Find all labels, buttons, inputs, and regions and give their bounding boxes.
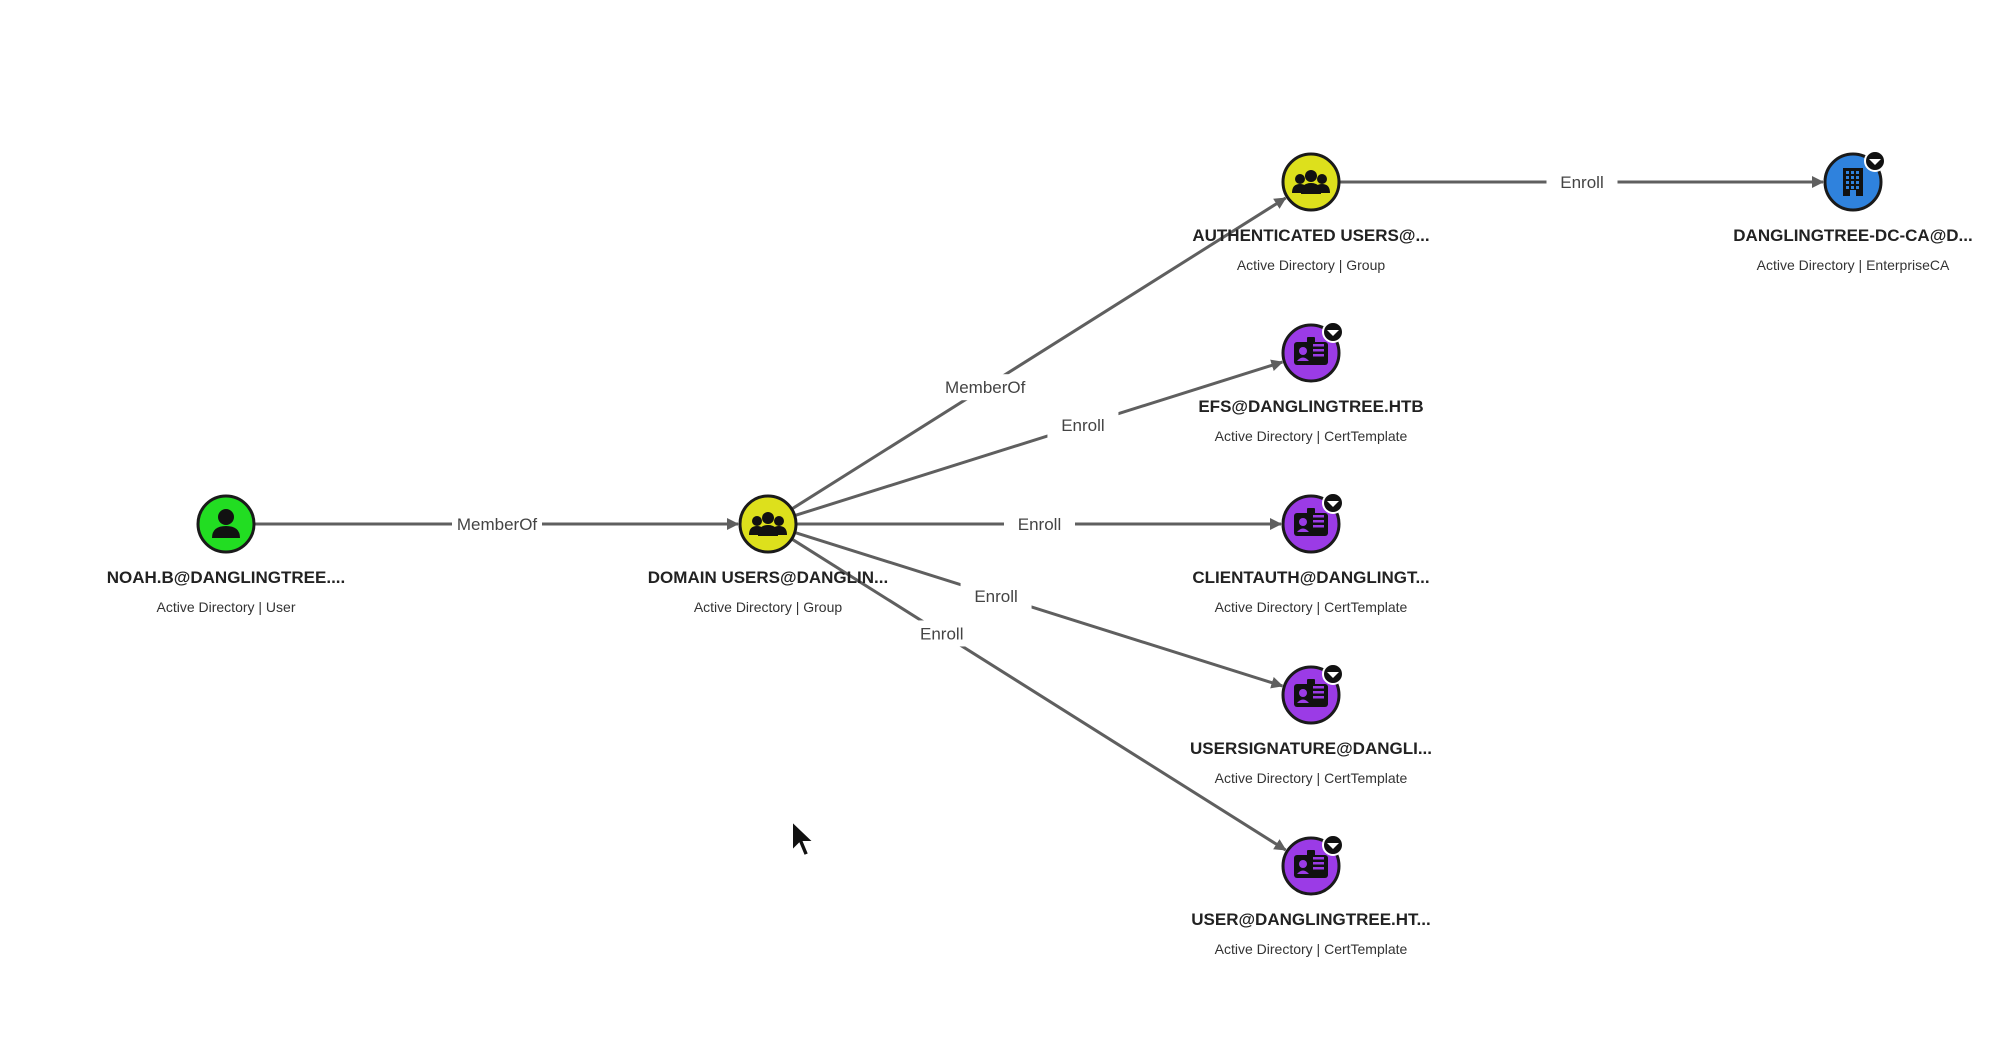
node-sublabel: Active Directory | CertTemplate — [1215, 599, 1408, 615]
edges-layer: MemberOfMemberOfEnrollEnrollEnrollEnroll… — [254, 169, 1824, 852]
node-usersig[interactable]: USERSIGNATURE@DANGLI... Active Directory … — [1190, 663, 1432, 786]
building-icon — [1843, 168, 1863, 196]
node-label: DANGLINGTREE-DC-CA@D... — [1733, 226, 1972, 245]
edge-line[interactable] — [790, 196, 1287, 511]
node-label: NOAH.B@DANGLINGTREE.... — [107, 568, 346, 587]
group-icon — [1292, 170, 1330, 194]
id-card-icon — [1294, 850, 1328, 878]
edge-line[interactable] — [794, 530, 1284, 689]
node-sublabel: Active Directory | EnterpriseCA — [1757, 257, 1950, 273]
edge-label: Enroll — [1560, 173, 1603, 192]
edge-label: MemberOf — [945, 378, 1026, 397]
node-efs[interactable]: EFS@DANGLINGTREE.HTB Active Directory | C… — [1198, 321, 1424, 444]
badge-icon — [1322, 834, 1344, 856]
node-dcca[interactable]: DANGLINGTREE-DC-CA@D... Active Directory … — [1733, 150, 1973, 273]
edge-label-background — [452, 511, 542, 537]
edge-label-background — [1004, 511, 1075, 537]
node-user[interactable]: USER@DANGLINGTREE.HT... Active Directory … — [1191, 834, 1431, 957]
badge-icon — [1864, 150, 1886, 172]
node-label: DOMAIN USERS@DANGLIN... — [648, 568, 888, 587]
edge-label-background — [1047, 411, 1119, 438]
node-label: AUTHENTICATED USERS@... — [1192, 226, 1429, 245]
id-card-icon — [1294, 679, 1328, 707]
node-sublabel: Active Directory | Group — [1237, 257, 1386, 273]
node-authusers[interactable]: AUTHENTICATED USERS@... Active Directory … — [1192, 152, 1430, 273]
badge-icon — [1322, 492, 1344, 514]
edge-noah-domainusers[interactable]: MemberOf — [254, 511, 739, 537]
nodes-layer: NOAH.B@DANGLINGTREE.... Active Directory … — [107, 150, 1973, 957]
node-label: USER@DANGLINGTREE.HT... — [1191, 910, 1430, 929]
edge-domainusers-usersig[interactable]: Enroll — [794, 530, 1284, 689]
edge-authusers-dcca[interactable]: Enroll — [1339, 169, 1824, 195]
badge-icon — [1322, 321, 1344, 343]
id-card-icon — [1294, 337, 1328, 365]
edge-domainusers-user[interactable]: Enroll — [790, 537, 1287, 852]
node-label: EFS@DANGLINGTREE.HTB — [1198, 397, 1423, 416]
edge-label: Enroll — [974, 587, 1017, 606]
node-sublabel: Active Directory | CertTemplate — [1215, 941, 1408, 957]
node-label: CLIENTAUTH@DANGLINGT... — [1192, 568, 1429, 587]
user-icon — [212, 509, 240, 538]
node-noah[interactable]: NOAH.B@DANGLINGTREE.... Active Directory … — [107, 494, 346, 615]
edge-line[interactable] — [790, 537, 1287, 852]
edge-label-background — [906, 620, 978, 647]
edge-label-background — [940, 374, 1031, 401]
node-label: USERSIGNATURE@DANGLI... — [1190, 739, 1432, 758]
edge-label: Enroll — [1061, 416, 1104, 435]
node-sublabel: Active Directory | Group — [694, 599, 843, 615]
node-sublabel: Active Directory | CertTemplate — [1215, 428, 1408, 444]
edge-label: MemberOf — [457, 515, 538, 534]
node-domainusers[interactable]: DOMAIN USERS@DANGLIN... Active Directory … — [648, 494, 888, 615]
node-sublabel: Active Directory | User — [157, 599, 296, 615]
mouse-cursor-icon — [791, 819, 817, 858]
edge-label: Enroll — [1018, 515, 1061, 534]
node-sublabel: Active Directory | CertTemplate — [1215, 770, 1408, 786]
edge-line[interactable] — [794, 359, 1284, 518]
badge-icon — [1322, 663, 1344, 685]
edge-domainusers-efs[interactable]: Enroll — [794, 359, 1284, 518]
edge-domainusers-authusers[interactable]: MemberOf — [790, 196, 1287, 511]
id-card-icon — [1294, 508, 1328, 536]
edge-label: Enroll — [920, 624, 963, 643]
group-icon — [749, 512, 787, 536]
edge-label-background — [1546, 169, 1618, 195]
edge-domainusers-clientauth[interactable]: Enroll — [796, 511, 1282, 537]
node-clientauth[interactable]: CLIENTAUTH@DANGLINGT... Active Directory … — [1192, 492, 1430, 615]
edge-label-background — [960, 582, 1032, 609]
